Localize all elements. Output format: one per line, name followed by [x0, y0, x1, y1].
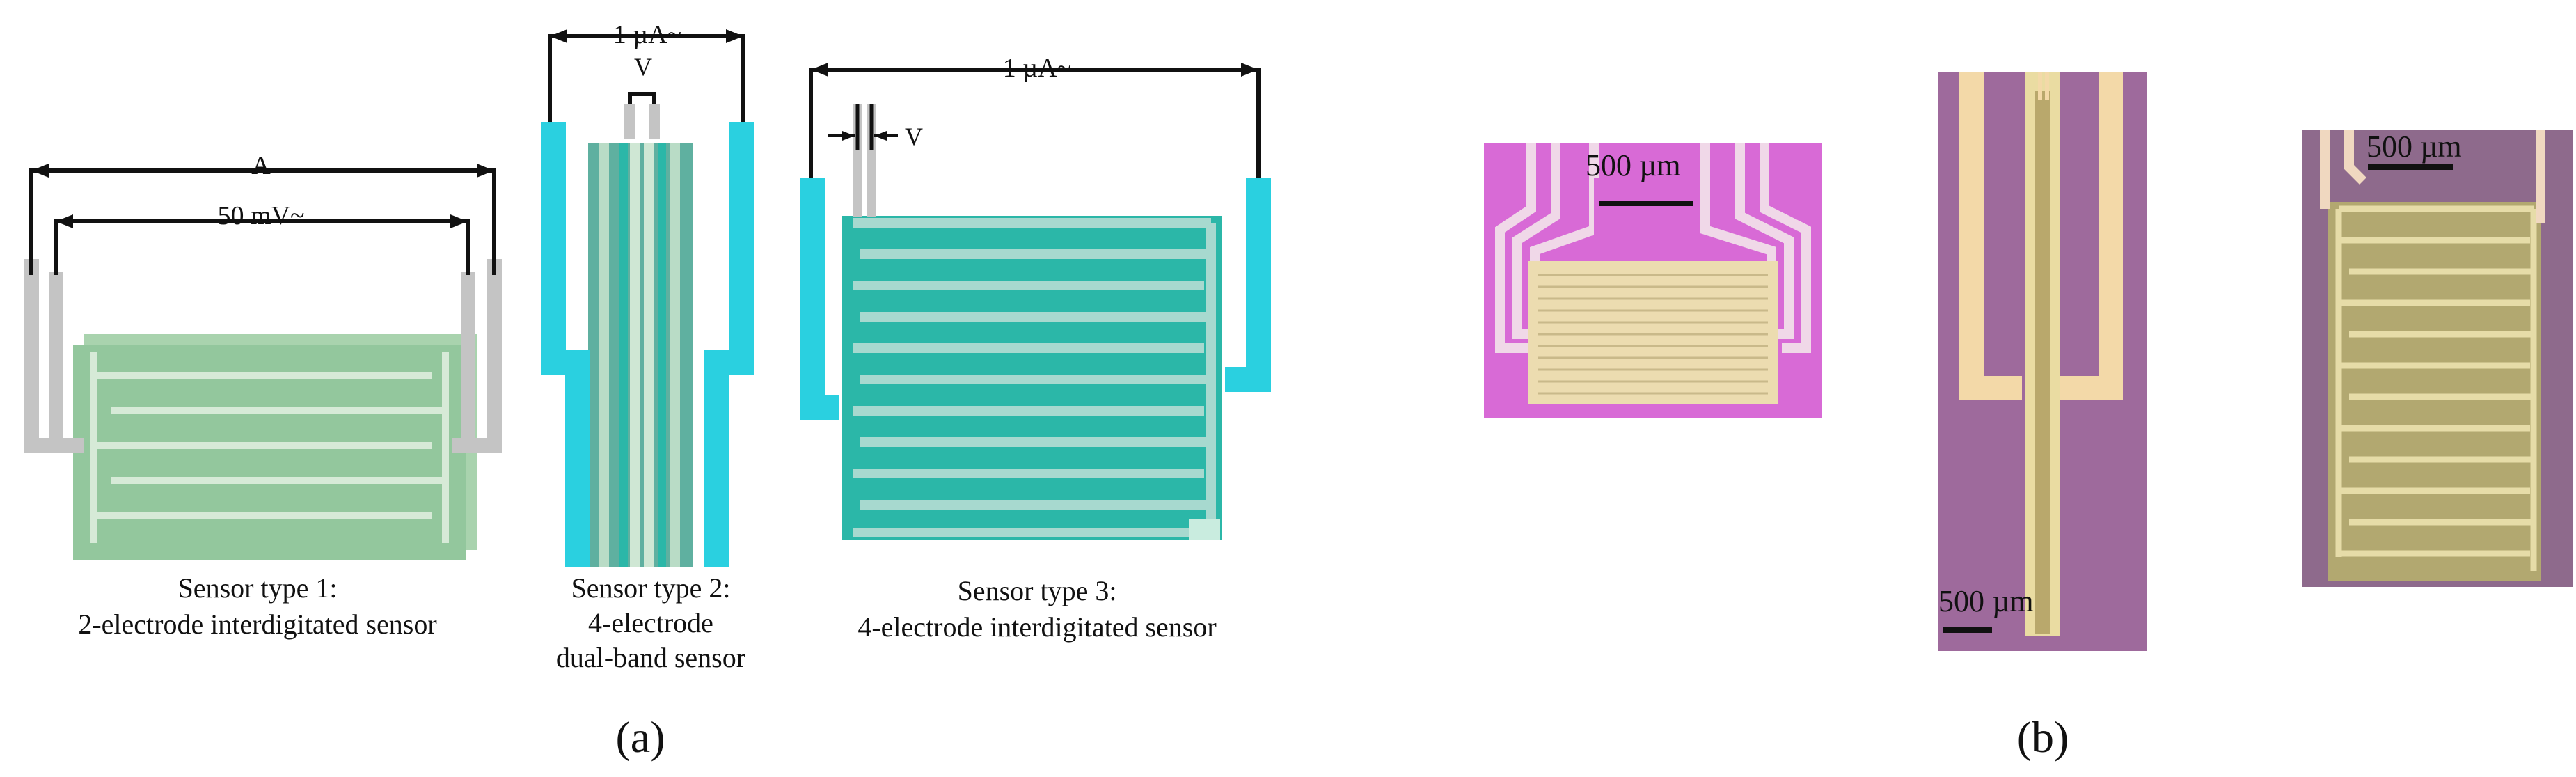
sensor1-voltage-wire: [54, 219, 470, 275]
photo1-pattern: [1528, 261, 1778, 404]
sensor2-voltage-label: V: [634, 53, 652, 81]
sensor1-left-lead: [24, 259, 84, 453]
photo3: [2302, 130, 2573, 587]
sensor2-caption-line1: Sensor type 2:: [571, 572, 731, 604]
sensor2-caption-line3: dual-band sensor: [556, 642, 745, 673]
sensor1-arrow-left: [31, 164, 49, 178]
sensor1-arrow-right: [477, 164, 494, 178]
sensor3-current-label: 1 µA~: [1003, 54, 1071, 83]
photo2: [1938, 72, 2147, 651]
sensor2-diagram: [541, 29, 754, 567]
sensor3-left-electrode: [800, 178, 839, 420]
sensor1-right-lead: [452, 259, 502, 453]
sensor3-current-wire: [809, 68, 1261, 178]
photo1-scale-label: 500 µm: [1586, 148, 1681, 182]
sensor2-left-electrode: [541, 122, 590, 567]
sensor1-fingers: [90, 352, 449, 543]
sensor1-diagram: [24, 164, 502, 560]
photo1: [1484, 143, 1822, 418]
sensor2-caption-line2: 4-electrode: [588, 607, 713, 638]
sensor3-right-electrode: [1225, 178, 1271, 392]
panel-b-label: (b): [2017, 712, 2069, 762]
sensor3-voltage-label: V: [905, 123, 923, 150]
sensor3-caption-line1: Sensor type 3:: [958, 575, 1117, 606]
sensor2-voltage-wire: [628, 92, 656, 104]
sensor1-current-wire: [29, 168, 496, 275]
sensor2-current-label: 1 µA~: [613, 20, 681, 49]
sensor1-caption-line1: Sensor type 1:: [178, 572, 338, 604]
sensor2-right-electrode: [704, 122, 754, 567]
photo2-scale-label: 500 µm: [1938, 584, 2034, 618]
panel-a-label: (a): [615, 712, 665, 762]
sensor2-current-wire: [548, 34, 745, 122]
sensor1-current-label: A: [251, 151, 271, 180]
sensor1-caption-line2: 2-electrode interdigitated sensor: [78, 609, 436, 640]
photo3-scale-label: 500 µm: [2366, 130, 2462, 164]
sensor1-film-front: [73, 345, 466, 560]
sensor3-diagram: [800, 63, 1271, 540]
sensor1-arrow-left-2: [56, 214, 73, 228]
photo3-pattern: [2328, 202, 2541, 581]
sensor1-arrow-right-2: [450, 214, 468, 228]
sensor1-voltage-label: 50 mV~: [217, 201, 304, 230]
sensor3-caption-line2: 4-electrode interdigitated sensor: [858, 611, 1216, 643]
sensor3-fingers: [853, 218, 1216, 537]
